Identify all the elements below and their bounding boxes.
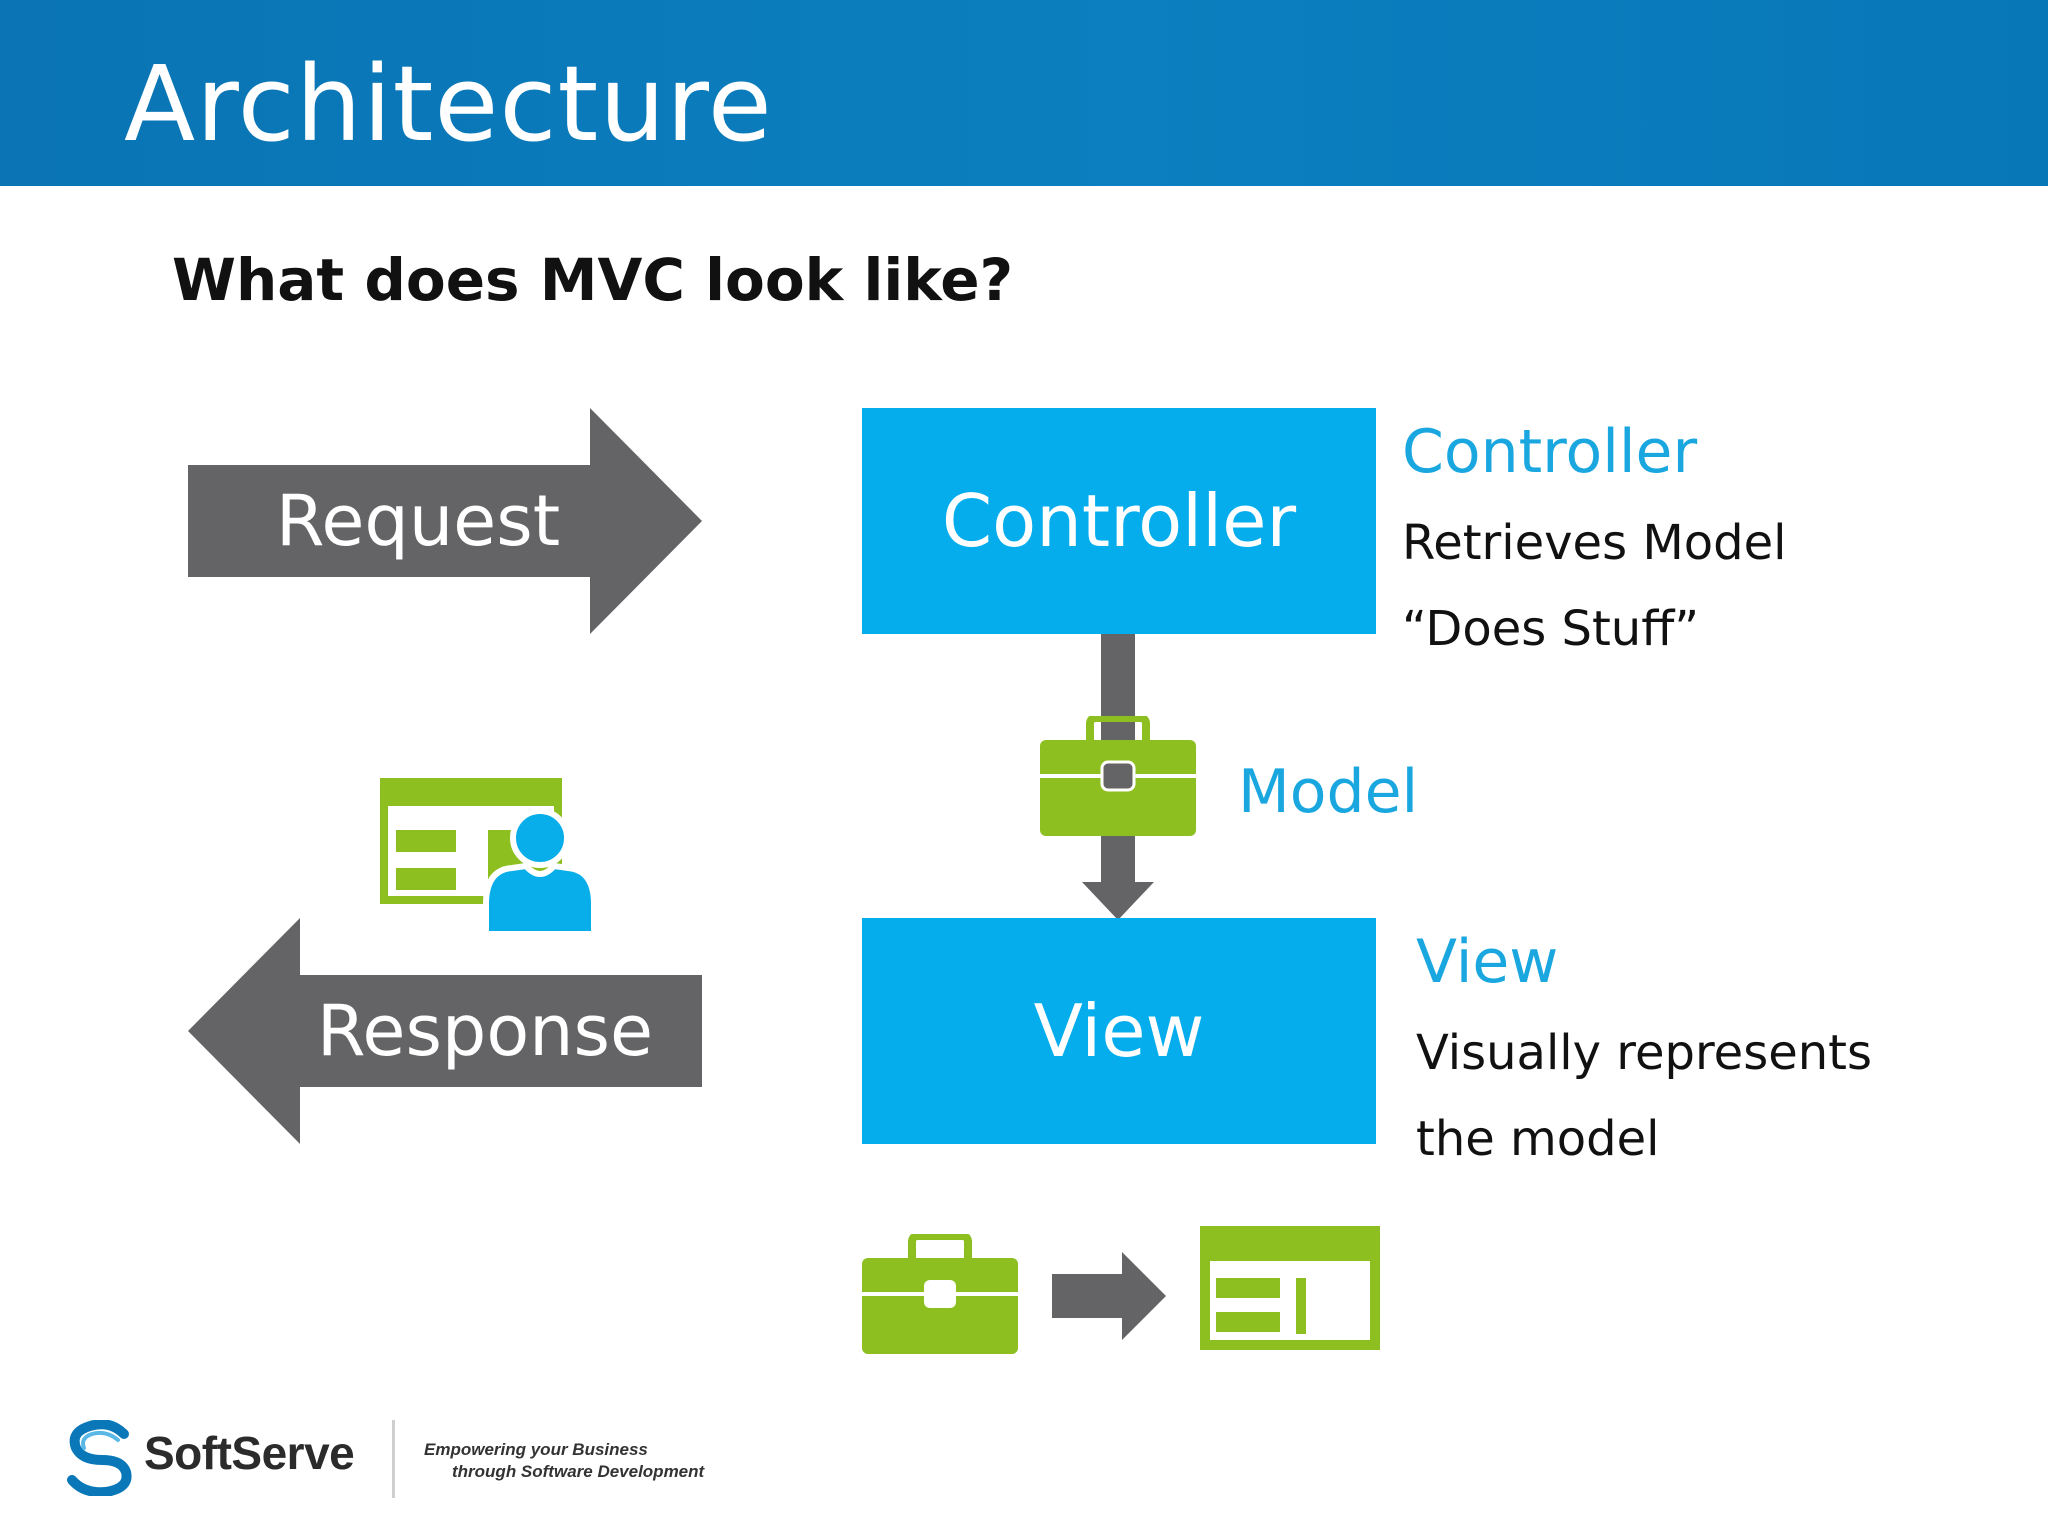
request-label: Request xyxy=(275,480,561,562)
title-bar: Architecture xyxy=(0,0,2048,186)
response-label: Response xyxy=(316,990,654,1072)
briefcase-icon xyxy=(862,1232,1018,1354)
small-arrow-icon xyxy=(1052,1252,1166,1340)
logo-divider xyxy=(392,1420,395,1498)
slide-title: Architecture xyxy=(124,43,773,165)
user-screen-icon xyxy=(380,778,597,937)
view-desc-line-1: Visually represents xyxy=(1416,1025,1872,1081)
view-box-label: View xyxy=(1033,989,1205,1073)
controller-desc-title: Controller xyxy=(1402,417,1698,487)
controller-desc-line-1: Retrieves Model xyxy=(1402,515,1787,571)
controller-box-label: Controller xyxy=(941,479,1297,563)
slide-subtitle: What does MVC look like? xyxy=(172,246,1014,314)
brand-name: SoftServe xyxy=(144,1427,355,1479)
tagline-line-1: Empowering your Business xyxy=(424,1440,648,1459)
model-label: Model xyxy=(1238,757,1419,827)
request-arrow: Request xyxy=(188,408,702,634)
tagline-line-2: through Software Development xyxy=(452,1462,705,1481)
softserve-logo: SoftServe Empowering your Business throu… xyxy=(66,1412,706,1522)
briefcase-icon xyxy=(1040,714,1196,836)
softserve-logo-icon xyxy=(67,1420,132,1496)
view-desc-title: View xyxy=(1416,927,1559,997)
view-desc-line-2: the model xyxy=(1416,1111,1660,1167)
controller-box: Controller xyxy=(862,408,1376,634)
layout-screen-icon xyxy=(1200,1226,1380,1350)
view-box: View xyxy=(862,918,1376,1144)
controller-desc-line-2: “Does Stuff” xyxy=(1402,601,1700,657)
response-arrow: Response xyxy=(188,918,702,1144)
